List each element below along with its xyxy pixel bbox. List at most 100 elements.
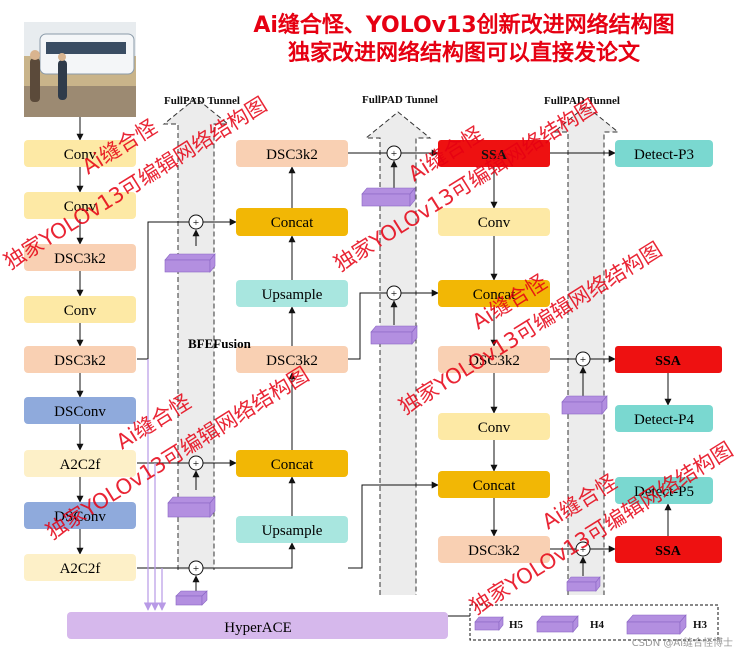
plus-node-1: + (188, 214, 204, 230)
fullpad-tunnel-middle (364, 111, 432, 595)
feature-block-4 (361, 187, 416, 207)
backbone-to-hyperace-arrows (143, 359, 167, 611)
svg-text:Concat: Concat (473, 287, 516, 303)
feature-block-5 (370, 325, 418, 345)
tunnel-label-right: FullPAD Tunnel (544, 95, 620, 107)
svg-text:Upsample: Upsample (262, 523, 323, 539)
svg-text:DSConv: DSConv (54, 404, 106, 420)
neck-right-concat-1: Concat (438, 280, 550, 307)
svg-text:+: + (580, 544, 586, 556)
backbone-dsconv-2: DSConv (24, 502, 136, 529)
neck-right-ssa-top: SSA (438, 140, 550, 167)
input-image (24, 22, 136, 117)
svg-text:Conv: Conv (64, 303, 97, 319)
credit: CSDN @Ai缝合怪博士 (632, 636, 733, 649)
svg-text:+: + (580, 354, 586, 366)
svg-text:Conv: Conv (478, 420, 511, 436)
neck-right-conv-2: Conv (438, 413, 550, 440)
svg-text:SSA: SSA (655, 544, 682, 559)
plus-node-7: + (575, 541, 591, 557)
tunnel-label-left: FullPAD Tunnel (164, 95, 240, 107)
bfefusion-label: BFEFusion (188, 336, 252, 351)
neck-concat-top: Concat (236, 208, 348, 236)
fullpad-tunnel-left (162, 97, 230, 570)
feature-block-7 (566, 576, 601, 592)
svg-text:DSC3k2: DSC3k2 (54, 251, 106, 267)
backbone-conv-3: Conv (24, 296, 136, 323)
neck-concat-bottom: Concat (236, 450, 348, 477)
svg-text:DSC3k2: DSC3k2 (266, 353, 318, 369)
neck-upsample-bottom: Upsample (236, 516, 348, 543)
svg-text:Upsample: Upsample (262, 287, 323, 303)
svg-text:SSA: SSA (655, 354, 682, 369)
head-detect-p4: Detect-P4 (615, 405, 713, 432)
svg-text:Concat: Concat (271, 457, 314, 473)
backbone-conv-1: Conv (24, 140, 136, 167)
watermark-3b: 独家YOLOv13可编辑网络结构图 (395, 237, 666, 419)
head: Detect-P3 SSA Detect-P4 Detect-P5 SSA (615, 140, 722, 563)
svg-text:A2C2f: A2C2f (60, 561, 101, 577)
svg-text:DSC3k2: DSC3k2 (266, 147, 318, 163)
neck-right-dsc3k2-1: DSC3k2 (438, 346, 550, 373)
legend: H5 H4 H3 (469, 604, 719, 641)
backbone-dsc3k2-1: DSC3k2 (24, 244, 136, 271)
svg-text:+: + (193, 458, 199, 470)
neck-upsample-top: Upsample (236, 280, 348, 307)
svg-text:HyperACE: HyperACE (224, 620, 292, 636)
svg-text:DSC3k2: DSC3k2 (54, 353, 106, 369)
svg-text:Detect-P3: Detect-P3 (634, 147, 694, 163)
svg-text:Detect-P4: Detect-P4 (634, 412, 694, 428)
feature-block-6 (561, 395, 608, 415)
svg-text:+: + (391, 148, 397, 160)
svg-text:+: + (193, 217, 199, 229)
title-line-1: Ai缝合怪、YOLOv13创新改进网络结构图 (253, 12, 674, 38)
svg-text:Conv: Conv (64, 147, 97, 163)
plus-nodes: + + + + + + + (188, 145, 591, 576)
connections (76, 117, 672, 617)
svg-text:SSA: SSA (481, 148, 508, 163)
neck-right-conv: Conv (438, 208, 550, 236)
neck-middle: DSC3k2 Concat Upsample DSC3k2 Concat Ups… (236, 140, 348, 543)
hyperace-block: HyperACE (67, 612, 448, 639)
svg-text:A2C2f: A2C2f (60, 457, 101, 473)
svg-text:Detect-P5: Detect-P5 (634, 484, 694, 500)
svg-text:DSC3k2: DSC3k2 (468, 353, 520, 369)
plus-node-5: + (386, 285, 402, 301)
neck-right-dsc3k2-2: DSC3k2 (438, 536, 550, 563)
svg-text:+: + (193, 563, 199, 575)
svg-text:Conv: Conv (478, 215, 511, 231)
head-ssa-bottom: SSA (615, 536, 722, 563)
neck-dsc3k2-top: DSC3k2 (236, 140, 348, 167)
backbone-a2c2f-1: A2C2f (24, 450, 136, 477)
plus-node-2: + (188, 455, 204, 471)
neck-dsc3k2-mid: DSC3k2 (236, 346, 348, 373)
neck-right: SSA Conv Concat DSC3k2 Conv Concat DSC3k… (438, 140, 550, 563)
svg-text:DSConv: DSConv (54, 509, 106, 525)
tunnel-label-middle: FullPAD Tunnel (362, 94, 438, 106)
svg-text:Conv: Conv (64, 199, 97, 215)
backbone-dsc3k2-2: DSC3k2 (24, 346, 136, 373)
legend-h3: H3 (693, 619, 708, 631)
backbone-conv-2: Conv (24, 192, 136, 219)
watermark-2b: 独家YOLOv13可编辑网络结构图 (330, 94, 601, 276)
feature-block-1 (164, 253, 216, 273)
neck-right-concat-2: Concat (438, 471, 550, 498)
backbone: Conv Conv DSC3k2 Conv DSC3k2 DSConv A2C2… (24, 140, 136, 581)
plus-node-3: + (188, 560, 204, 576)
feature-block-2 (167, 496, 216, 518)
svg-text:Concat: Concat (271, 215, 314, 231)
head-ssa-mid: SSA (615, 346, 722, 373)
legend-h4: H4 (590, 619, 605, 631)
legend-h5: H5 (509, 619, 524, 631)
head-detect-p3: Detect-P3 (615, 140, 713, 167)
feature-blocks (164, 187, 608, 606)
backbone-dsconv-1: DSConv (24, 397, 136, 424)
plus-node-6: + (575, 351, 591, 367)
svg-text:Concat: Concat (473, 478, 516, 494)
title-line-2: 独家改进网络结构图可以直接发论文 (288, 40, 641, 66)
fullpad-tunnel-right (552, 105, 620, 595)
backbone-a2c2f-2: A2C2f (24, 554, 136, 581)
feature-block-3 (175, 590, 208, 606)
svg-text:DSC3k2: DSC3k2 (468, 543, 520, 559)
